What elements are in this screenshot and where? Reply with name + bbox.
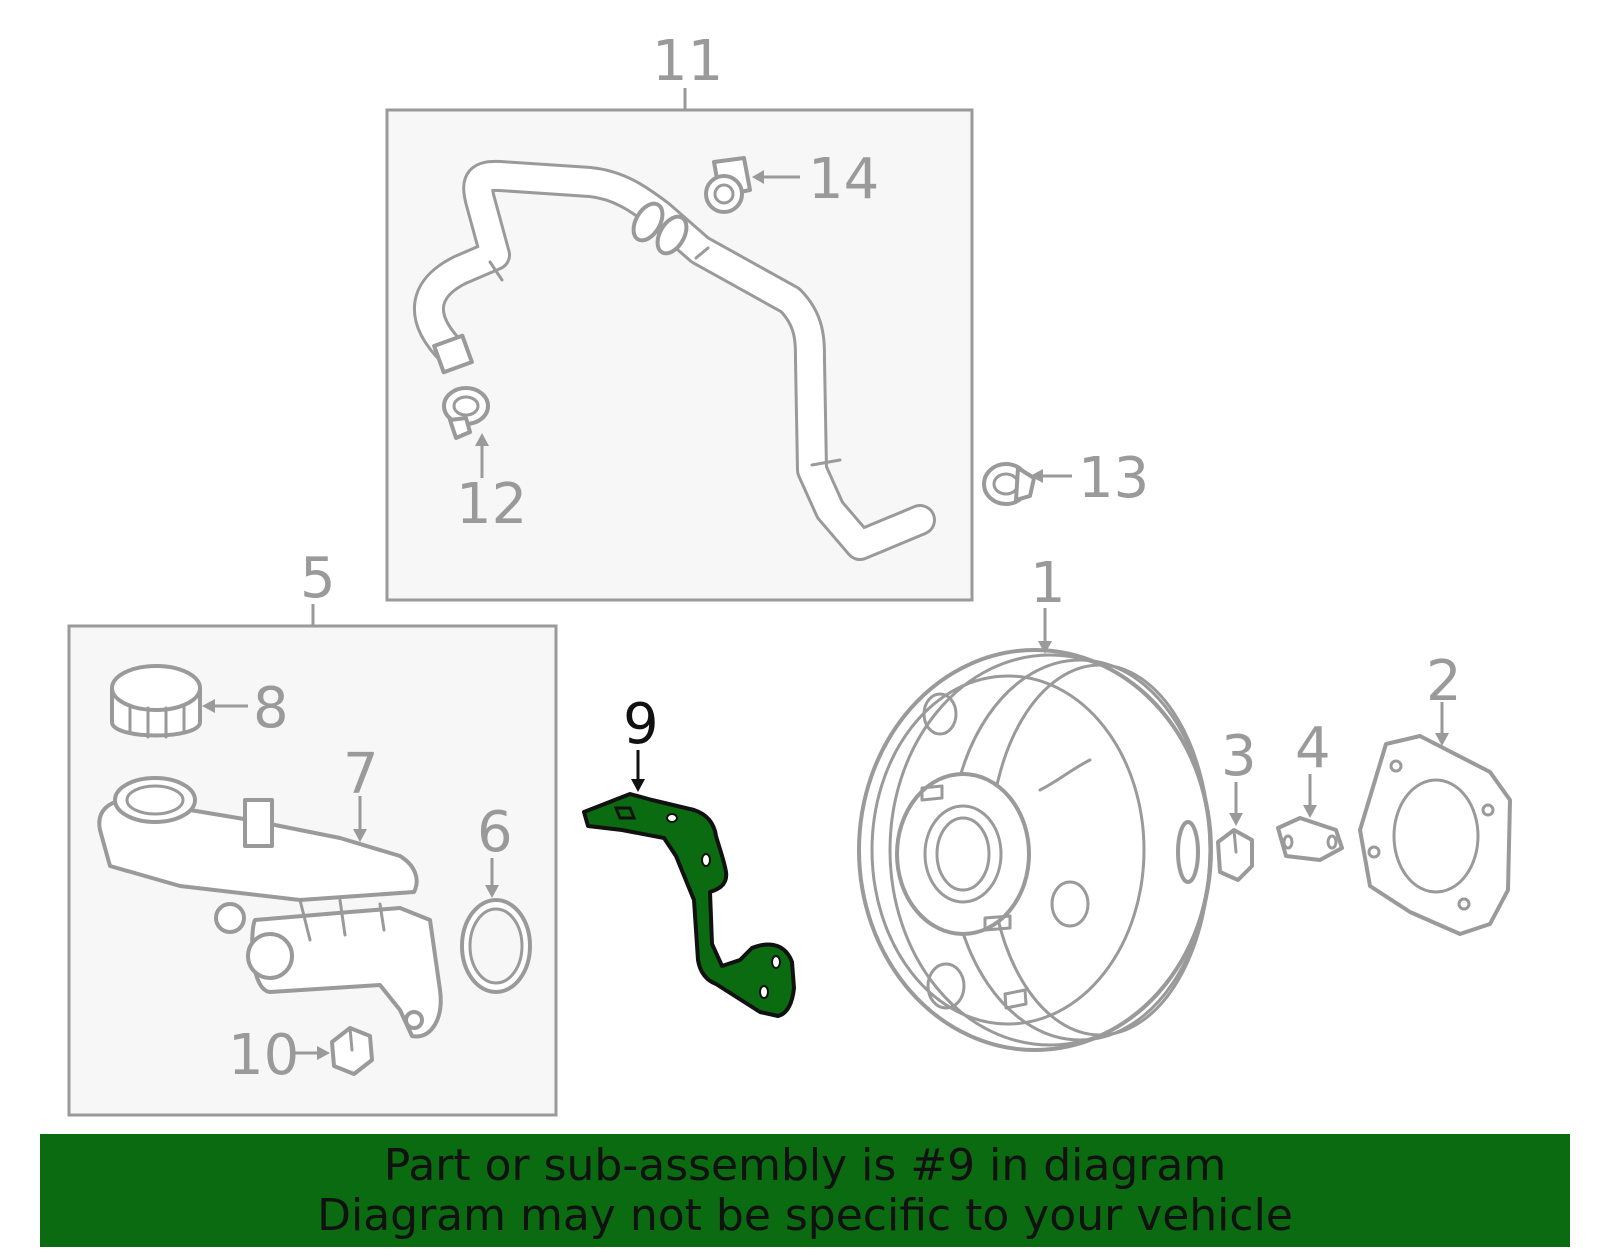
hose-clamp-14: [704, 156, 752, 214]
callout-4[interactable]: 4: [1295, 716, 1331, 781]
vacuum-hose: [412, 159, 936, 561]
callout-2[interactable]: 2: [1426, 649, 1462, 714]
bolt: [330, 1026, 374, 1076]
callout-12[interactable]: 12: [456, 472, 527, 537]
callout-9[interactable]: 9: [623, 692, 659, 757]
brake-booster: [857, 648, 1213, 1052]
callout-13[interactable]: 13: [1078, 446, 1149, 511]
info-banner: Part or sub-assembly is #9 in diagram Di…: [40, 1134, 1570, 1247]
callout-6[interactable]: 6: [477, 800, 513, 865]
banner-line-2: Diagram may not be specific to your vehi…: [317, 1189, 1293, 1241]
o-ring: [460, 898, 532, 994]
nut: [1216, 828, 1254, 882]
hose-clamp-12: [442, 386, 490, 440]
callout-10[interactable]: 10: [228, 1023, 299, 1088]
callout-14[interactable]: 14: [808, 147, 879, 212]
hose-clamp-13: [982, 462, 1036, 506]
callout-5[interactable]: 5: [300, 546, 336, 611]
callout-1[interactable]: 1: [1030, 551, 1066, 616]
master-cylinder: [97, 776, 443, 1039]
callout-7[interactable]: 7: [343, 742, 379, 807]
bracket-part-9[interactable]: [582, 792, 796, 1018]
callout-11[interactable]: 11: [652, 29, 723, 94]
clevis: [1276, 816, 1344, 862]
callout-8[interactable]: 8: [253, 676, 289, 741]
callout-3[interactable]: 3: [1221, 724, 1257, 789]
gasket: [1358, 734, 1512, 936]
reservoir-cap: [110, 664, 202, 739]
banner-line-1: Part or sub-assembly is #9 in diagram: [383, 1139, 1227, 1191]
